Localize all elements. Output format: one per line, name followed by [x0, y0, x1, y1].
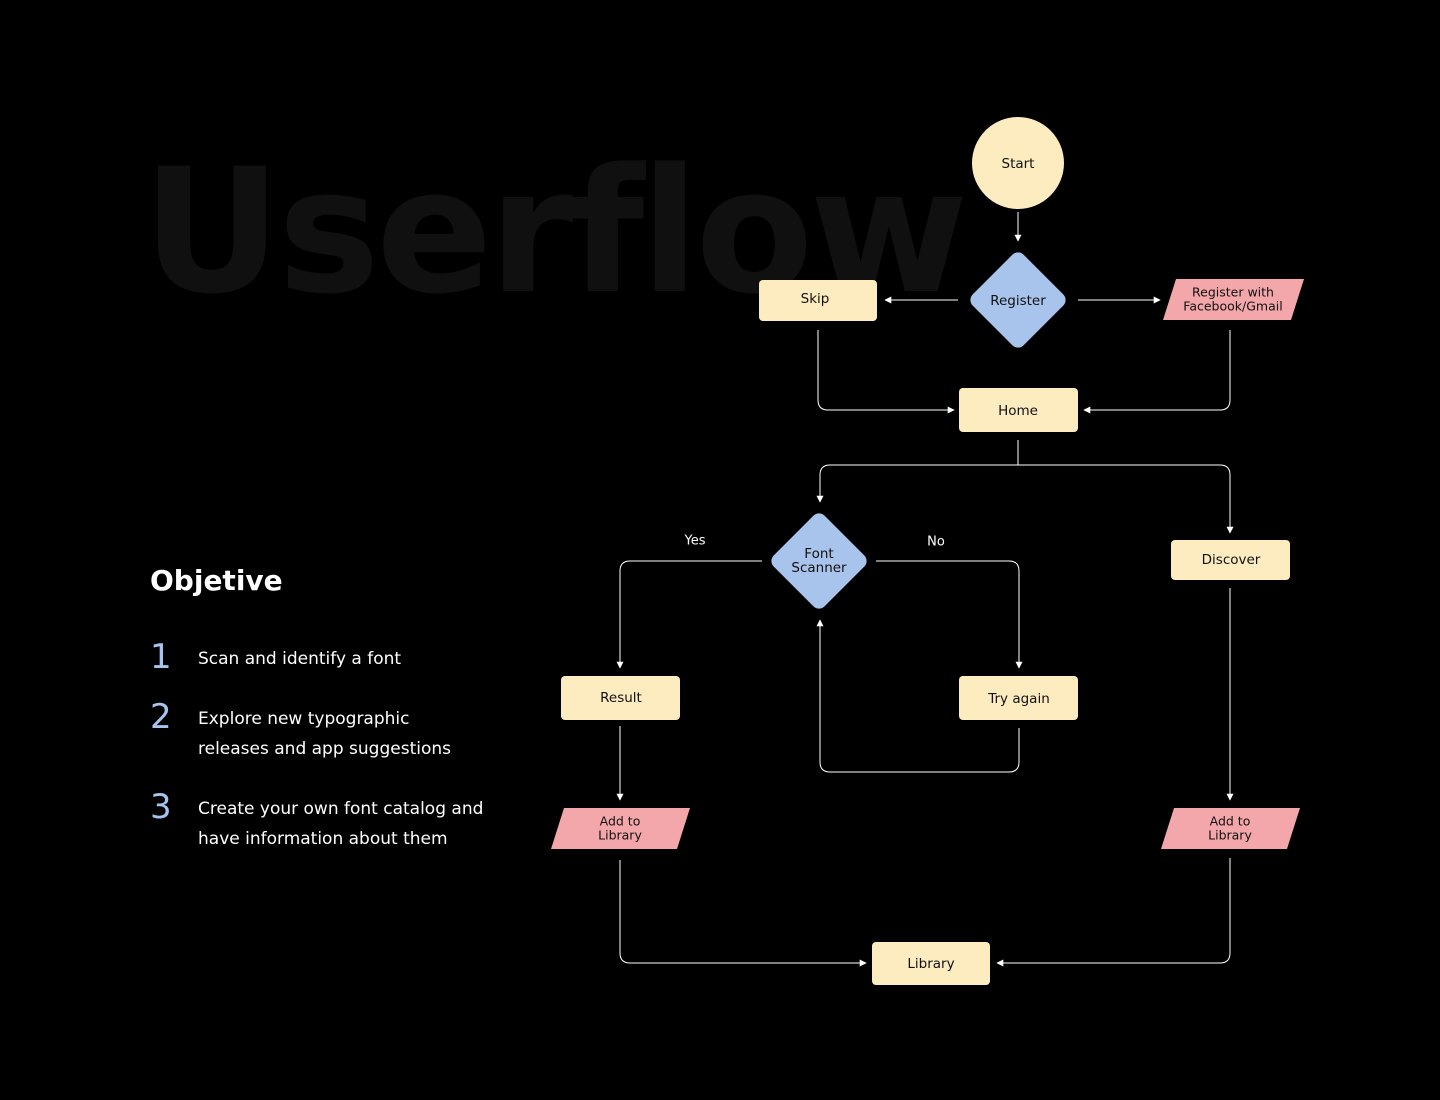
edge-addleft-library — [619, 860, 867, 967]
register-decision: Register — [970, 252, 1066, 348]
add-library-left-line2: Library — [598, 828, 642, 843]
edge-home-scanner — [816, 464, 1018, 503]
yes-label: Yes — [684, 534, 706, 549]
edge-scanner-result — [616, 560, 762, 669]
register-social-label-line2: Facebook/Gmail — [1183, 299, 1282, 314]
objective-number: 1 — [150, 637, 172, 677]
start-node: Start — [972, 117, 1064, 209]
add-library-right-line2: Library — [1208, 828, 1252, 843]
edge-social-home — [1083, 330, 1231, 414]
edge-tryagain-scanner — [816, 619, 1020, 773]
result-node: Result — [561, 676, 680, 720]
no-label: No — [927, 535, 945, 550]
objective-number: 3 — [150, 787, 172, 827]
library-label: Library — [907, 956, 954, 972]
library-node: Library — [872, 942, 990, 985]
add-library-left-line1: Add to — [600, 814, 641, 829]
edge-addright-library — [996, 858, 1231, 967]
register-social-node: Register with Facebook/Gmail — [1163, 279, 1304, 320]
home-label: Home — [998, 403, 1038, 419]
objective-number: 2 — [150, 697, 172, 737]
add-library-right-line1: Add to — [1210, 814, 1251, 829]
edge-skip-home — [817, 330, 955, 414]
objective-text: Scan and identify a font — [198, 649, 402, 669]
discover-label: Discover — [1202, 552, 1261, 568]
skip-label: Skip — [801, 291, 830, 307]
font-scanner-decision: Font Scanner — [771, 513, 867, 609]
skip-node: Skip — [759, 280, 877, 321]
objective-text: Explore new typographic releases and app… — [198, 709, 451, 759]
font-scanner-label-line1: Font — [804, 546, 833, 562]
objective-title: Objetive — [150, 564, 283, 597]
start-label: Start — [1002, 156, 1035, 172]
font-scanner-label-line2: Scanner — [791, 560, 847, 576]
result-label: Result — [600, 690, 642, 706]
register-label: Register — [990, 293, 1046, 309]
try-again-label: Try again — [987, 691, 1050, 707]
try-again-node: Try again — [959, 676, 1078, 720]
edge-home-discover — [1018, 464, 1234, 534]
edges — [616, 212, 1234, 967]
discover-node: Discover — [1171, 540, 1290, 580]
edge-scanner-tryagain — [876, 560, 1023, 669]
add-library-left-node: Add to Library — [551, 808, 690, 849]
objective-text: Create your own font catalog and have in… — [198, 799, 484, 849]
home-node: Home — [959, 388, 1078, 432]
register-social-label-line1: Register with — [1192, 285, 1274, 300]
add-library-right-node: Add to Library — [1161, 808, 1300, 849]
